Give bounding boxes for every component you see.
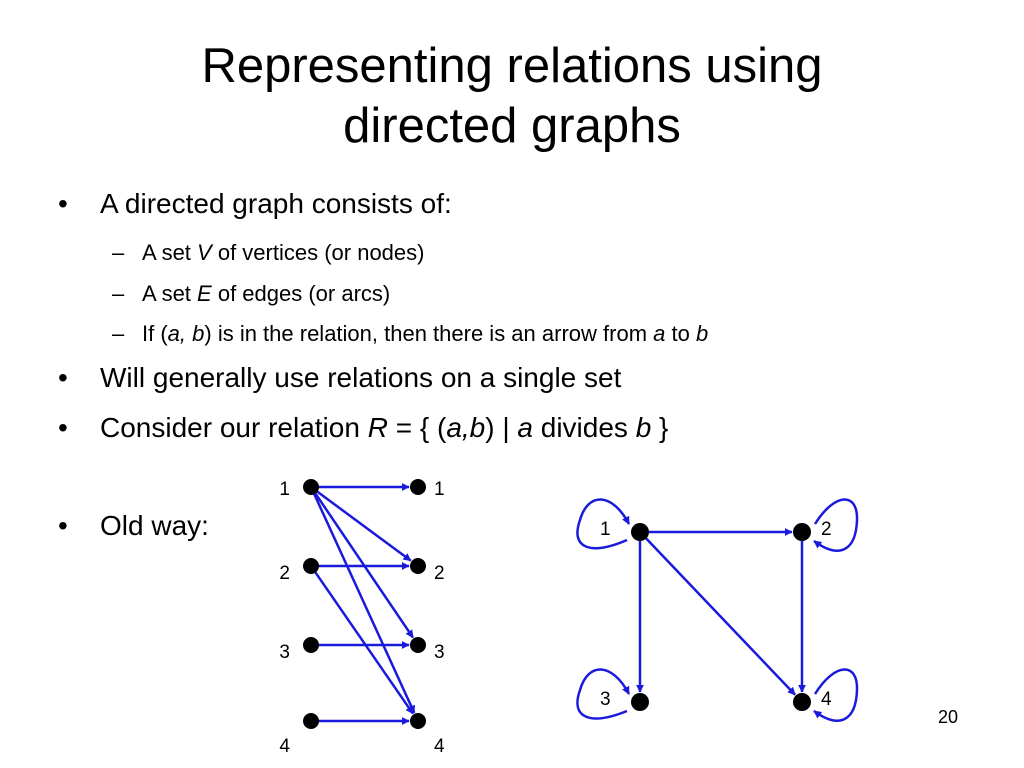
var-v: V	[197, 240, 212, 265]
title-line-2: directed graphs	[343, 99, 681, 153]
node-2	[793, 523, 811, 541]
text-part: A set	[142, 240, 198, 265]
directed-graph: 1 2 3 4	[576, 498, 859, 722]
text-part: ) is in the relation, then there is an a…	[204, 321, 654, 346]
text-part: = { (	[387, 412, 447, 443]
node-label: 2	[821, 519, 832, 540]
left-node-2	[303, 558, 319, 574]
edge-1-to-4	[311, 489, 416, 714]
left-node-label: 1	[279, 479, 290, 500]
right-node-3	[410, 637, 426, 653]
node-label: 1	[600, 519, 611, 540]
var-a: a	[653, 321, 666, 346]
var-e: E	[197, 281, 212, 306]
sub-bullet-dash: –	[112, 281, 125, 306]
left-node-1	[303, 479, 319, 495]
edge-1-to-3	[311, 488, 414, 639]
bullet-text: Old way:	[100, 510, 209, 541]
left-node-label: 4	[279, 736, 290, 757]
text-part: A set	[142, 281, 198, 306]
left-node-label: 2	[279, 563, 290, 584]
text-part: Consider our relation	[100, 412, 368, 443]
right-node-label: 3	[434, 642, 445, 663]
slide-title: Representing relations using directed gr…	[0, 36, 1024, 156]
bullet-text: A directed graph consists of:	[100, 188, 452, 219]
right-node-1	[410, 479, 426, 495]
sub-bullet-dash: –	[112, 240, 125, 265]
self-loop-2	[813, 498, 859, 552]
text-part: If (	[142, 321, 168, 346]
left-node-4	[303, 713, 319, 729]
right-node-label: 2	[434, 563, 445, 584]
edge-1-to-2	[312, 487, 412, 562]
bullet-dot: •	[58, 412, 68, 443]
left-node-label: 3	[279, 642, 290, 663]
right-node-label: 1	[434, 479, 445, 500]
node-1	[631, 523, 649, 541]
node-3	[631, 693, 649, 711]
text-part: }	[651, 412, 669, 443]
bipartite-graph: 1 1 2 2 3 3 4 4	[279, 479, 445, 757]
var-b: b	[695, 321, 709, 346]
var-ab: a,b	[446, 412, 486, 443]
var-a: a	[517, 412, 533, 443]
self-loop-4	[813, 668, 859, 722]
text-part: of edges (or arcs)	[211, 281, 391, 306]
text-part: to	[665, 321, 696, 346]
right-node-label: 4	[434, 736, 445, 757]
var-r: R	[367, 412, 388, 443]
self-loop-1	[576, 498, 631, 550]
bullet-dot: •	[58, 188, 68, 219]
node-label: 4	[821, 689, 832, 710]
bullet-text: Will generally use relations on a single…	[100, 362, 622, 393]
var-b: b	[635, 412, 652, 443]
self-loop-3	[576, 668, 631, 720]
edge-2-to-4	[311, 567, 414, 715]
page-number: 20	[938, 707, 959, 727]
title-line-1: Representing relations using	[201, 39, 823, 93]
node-label: 3	[600, 689, 611, 710]
edge-1-to-4	[645, 537, 797, 696]
var-ab: a, b	[167, 321, 205, 346]
text-part: divides	[532, 412, 636, 443]
bullet-dot: •	[58, 362, 68, 393]
sub-bullet-text: A set E of edges (or arcs)	[142, 281, 390, 307]
sub-bullet-text: A set V of vertices (or nodes)	[142, 240, 424, 266]
left-node-3	[303, 637, 319, 653]
bullet-dot: •	[58, 510, 68, 541]
text-part: of vertices (or nodes)	[211, 240, 425, 265]
bullet-text: Consider our relation R = { (a,b) | a di…	[100, 412, 668, 444]
sub-bullet-text: If (a, b) is in the relation, then there…	[142, 321, 708, 347]
right-node-4	[410, 713, 426, 729]
node-4	[793, 693, 811, 711]
text-part: ) |	[485, 412, 518, 443]
sub-bullet-dash: –	[112, 321, 125, 346]
right-node-2	[410, 558, 426, 574]
